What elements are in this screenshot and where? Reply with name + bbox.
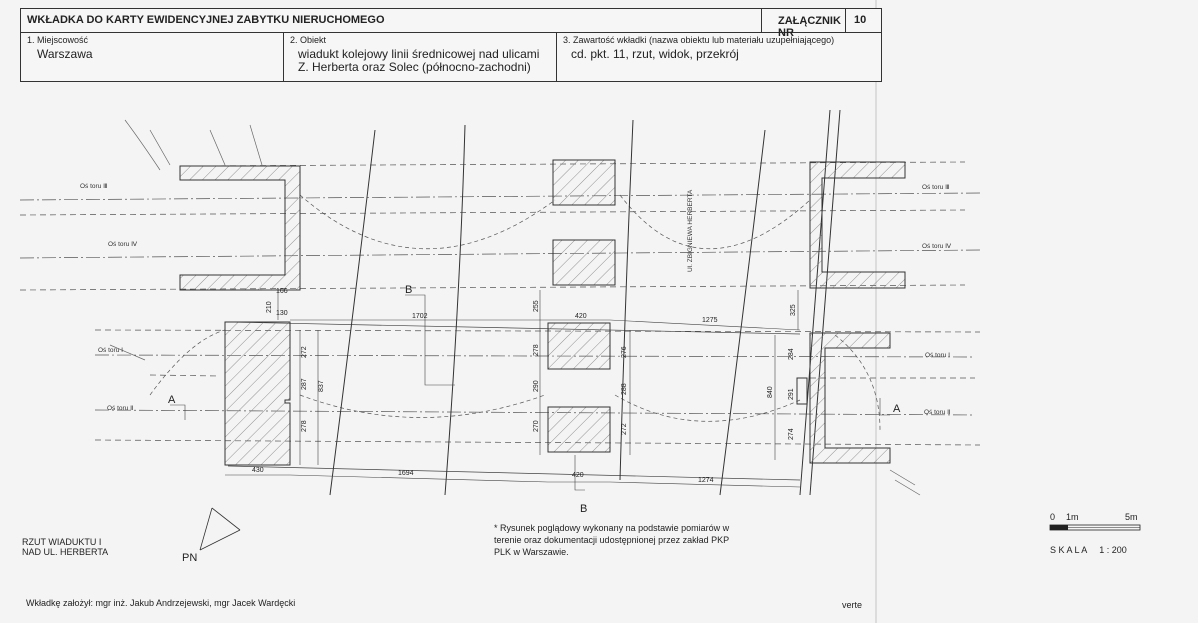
plan-title-line1: RZUT WIADUKTU I [22, 537, 102, 547]
axis-label-II-right: Oś toru Ⅱ [924, 409, 950, 416]
dim-272-left: 272 [301, 346, 308, 358]
object-value-line1: wiadukt kolejowy linii średnicowej nad u… [298, 47, 540, 61]
attachment-label-cell: ZAŁĄCZNIK NR [761, 9, 846, 39]
dim-1275: 1275 [702, 317, 718, 324]
scale-5m: 5m [1125, 512, 1138, 522]
section-b-top: B [405, 284, 412, 296]
dim-1702: 1702 [412, 313, 428, 320]
dim-276: 276 [621, 346, 628, 358]
location-value: Warszawa [37, 47, 93, 61]
north-label: PN [182, 552, 198, 564]
footer-authors: Wkładkę założył: mgr inż. Jakub Andrzeje… [26, 598, 296, 608]
dimension-lines [170, 289, 890, 491]
object-cell: 2. Obiekt wiadukt kolejowy linii średnic… [283, 32, 557, 81]
header-table: WKŁADKA DO KARTY EWIDENCYJNEJ ZABYTKU NI… [20, 8, 882, 82]
structure-elements [179, 159, 906, 466]
contents-cell: 3. Zawartość wkładki (nazwa obiektu lub … [556, 32, 882, 81]
scale-text: S K A L A 1 : 200 [1050, 545, 1127, 555]
axis-label-I-left: Oś toru Ⅰ [98, 347, 123, 354]
attachment-number-cell: 10 [845, 9, 882, 32]
dim-274: 274 [788, 428, 795, 440]
page-fold [875, 0, 877, 623]
section-a-right: A [893, 403, 901, 415]
attachment-number: 10 [854, 14, 867, 26]
north-arrow [199, 507, 241, 551]
dim-255: 255 [533, 300, 540, 312]
dim-210: 210 [266, 301, 273, 313]
dim-325: 325 [790, 304, 797, 316]
dim-291: 291 [788, 388, 795, 400]
street-label: Ul. ZBIGNIEWA HERBERTA [687, 189, 694, 272]
dim-840: 840 [767, 386, 774, 398]
dim-430: 430 [252, 467, 264, 474]
contents-value: cd. pkt. 11, rzut, widok, przekrój [571, 47, 739, 61]
viaduct-edge-lines [19, 161, 981, 446]
dim-1694: 1694 [398, 470, 414, 477]
terrain-lines [109, 119, 921, 496]
section-b-bottom: B [580, 503, 587, 515]
note-line3: PLK w Warszawie. [494, 547, 569, 557]
location-cell: 1. Miejscowość Warszawa [21, 32, 283, 81]
dim-284: 284 [788, 348, 795, 360]
track-axis-lines [19, 192, 981, 416]
dim-287: 287 [301, 378, 308, 390]
dim-288: 288 [621, 383, 628, 395]
dim-420-bottom: 420 [572, 472, 584, 479]
header-title-row: WKŁADKA DO KARTY EWIDENCYJNEJ ZABYTKU NI… [21, 9, 882, 39]
scale-zero: 0 [1050, 512, 1056, 522]
axis-label-III-right: Oś toru Ⅲ [922, 184, 950, 191]
axis-label-III-left: Oś toru Ⅲ [80, 183, 108, 190]
note-line1: * Rysunek poglądowy wykonany na podstawi… [494, 523, 730, 533]
axis-label-IV-right: Oś toru Ⅳ [922, 243, 952, 250]
note-line2: terenie oraz dokumentacji udostępnionej … [494, 535, 730, 545]
section-a-left: A [168, 394, 176, 406]
plan-title-line2: NAD UL. HERBERTA [22, 547, 109, 557]
attachment-label: ZAŁĄCZNIK NR [778, 15, 841, 39]
arch-curves [149, 194, 881, 431]
dim-278-left: 278 [301, 420, 308, 432]
contents-label: 3. Zawartość wkładki (nazwa obiektu lub … [563, 35, 835, 45]
footer-verte: verte [842, 600, 863, 610]
dim-270: 270 [533, 420, 540, 432]
scale-bar [1049, 524, 1141, 531]
dim-420-top: 420 [575, 313, 587, 320]
axis-label-IV-left: Oś toru Ⅳ [108, 241, 138, 248]
dim-837: 837 [318, 380, 325, 392]
scale-1m: 1m [1066, 512, 1079, 522]
document-title: WKŁADKA DO KARTY EWIDENCYJNEJ ZABYTKU NI… [27, 14, 385, 26]
dim-278-mid: 278 [533, 344, 540, 356]
dim-166: 166 [276, 288, 288, 295]
axis-label-II-left: Oś toru Ⅱ [107, 405, 133, 412]
dim-290: 290 [533, 380, 540, 392]
object-value-line2: Z. Herberta oraz Solec (północno-zachodn… [298, 60, 531, 74]
dim-130: 130 [276, 310, 288, 317]
dim-1274: 1274 [698, 477, 714, 484]
dim-272-right: 272 [621, 423, 628, 435]
location-label: 1. Miejscowość [27, 35, 89, 45]
object-label: 2. Obiekt [290, 35, 327, 45]
axis-label-I-right: Oś toru Ⅰ [925, 352, 950, 359]
